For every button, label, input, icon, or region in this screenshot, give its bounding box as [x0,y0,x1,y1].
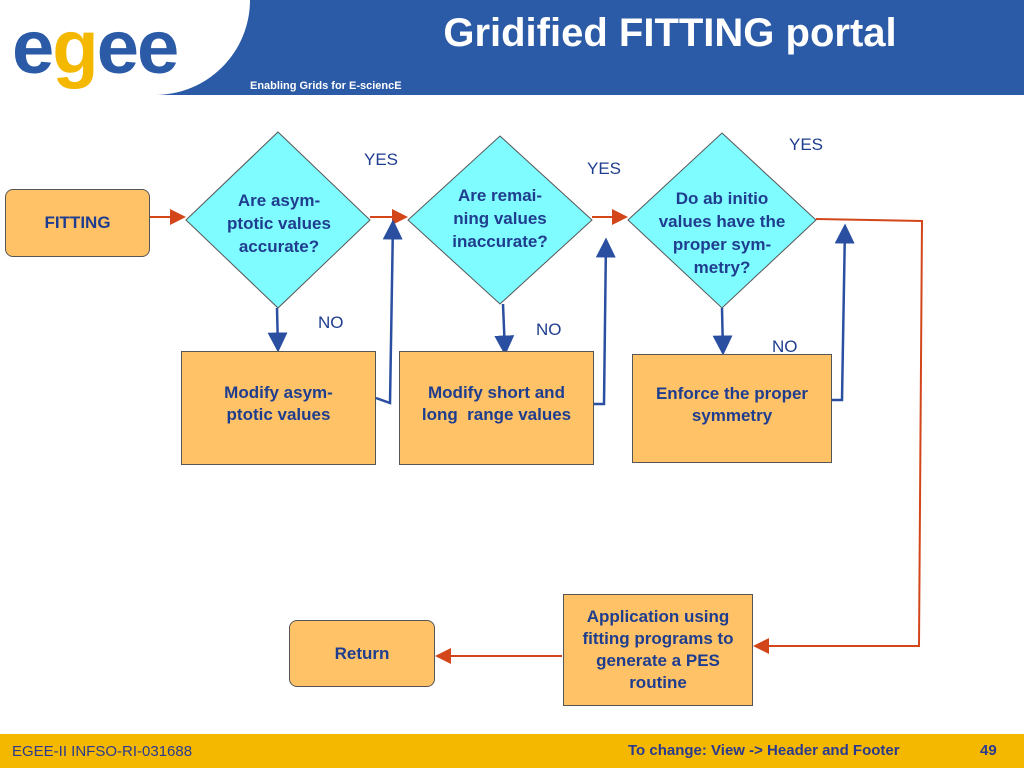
arrow-action3-return [832,223,855,402]
slide-title: Gridified FITTING portal [443,11,897,55]
tagline: Enabling Grids for E-sciencE [235,78,1024,95]
no-label-3: NO [772,337,798,356]
yes-label-1: YES [364,150,399,169]
arrow-d3-to-application [753,218,924,654]
return-box: Return [289,620,435,687]
arrow-d2-no [494,303,515,356]
footer-bar: EGEE-II INFSO-RI-031688 To change: View … [0,734,1024,768]
action-1-text: Modify asym-ptotic values [224,383,333,424]
no-label-2: NO [536,320,562,339]
no-label-1: NO [318,313,344,332]
footer-project-id: EGEE-II INFSO-RI-031688 [12,743,193,760]
action-box-1: Modify asym-ptotic values [181,351,376,465]
fitting-start-box: FITTING [5,189,150,257]
arrow-action1-return [375,219,403,405]
yes-label-2: YES [587,159,622,178]
logo-area: egee [0,0,250,95]
arrow-action2-return [594,237,616,406]
footer-hint: To change: View -> Header and Footer [628,742,900,759]
decision-diamond-2 [407,135,593,305]
page-number: 49 [980,742,997,759]
egee-logo: egee [12,5,179,90]
arrow-d3-no [712,307,733,356]
arrow-d1-no [267,307,288,353]
yes-label-3: YES [789,135,824,154]
